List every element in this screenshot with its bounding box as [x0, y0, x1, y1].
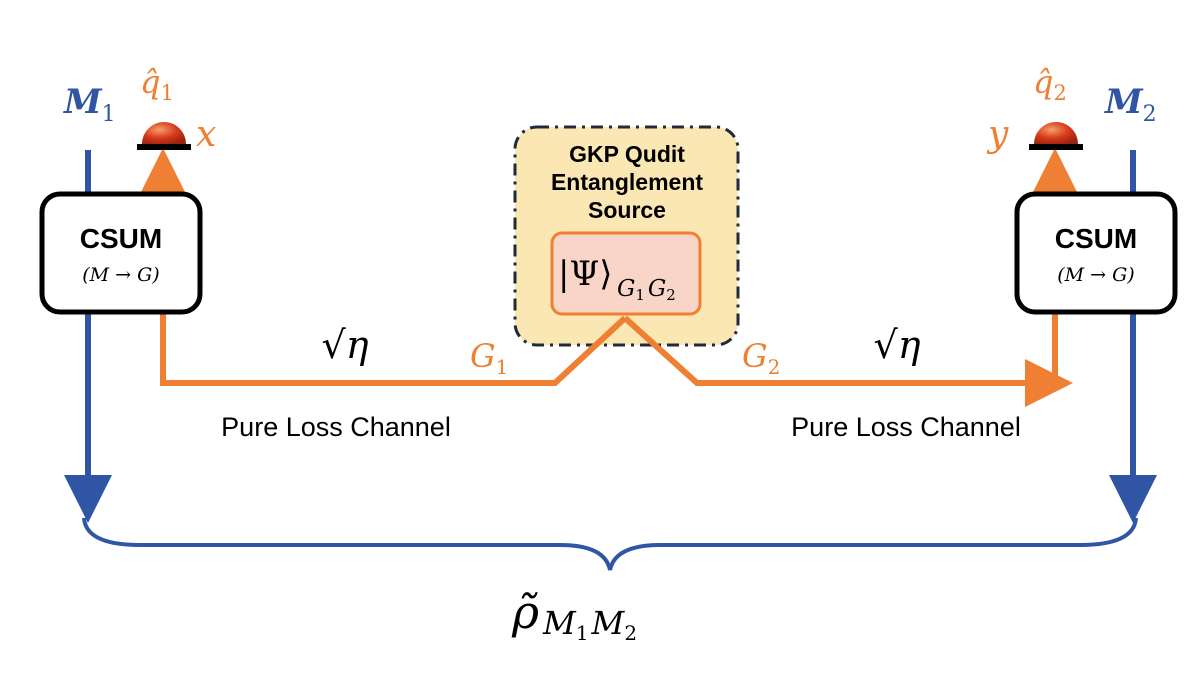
transmissivity-left-label: √η — [322, 323, 369, 367]
quadrature-q1-label: q̂1 — [140, 63, 174, 105]
mode-g2-label: G2 — [742, 337, 780, 379]
csum-left-box — [39, 191, 203, 315]
mode-g1-label: G1 — [470, 337, 508, 379]
output-brace — [82, 517, 1138, 571]
detector-right-icon — [1029, 122, 1083, 150]
memory-m1-label: M1 — [63, 82, 116, 127]
csum-left: CSUM (M → G) — [39, 191, 203, 315]
csum-right-title: CSUM — [1055, 223, 1137, 254]
outcome-y-label: y — [986, 114, 1009, 155]
source-title-line-3: Source — [588, 197, 666, 223]
output-state-label: ρ̃M1M2 — [511, 585, 637, 645]
csum-right: CSUM (M → G) — [1014, 191, 1178, 315]
detector-left-icon — [137, 122, 191, 150]
mode-g2-path-arrow — [622, 315, 1073, 407]
source-title-line-2: Entanglement — [551, 169, 703, 195]
csum-right-box — [1014, 191, 1178, 315]
transmissivity-right-label: √η — [874, 323, 921, 367]
channel-left-label: Pure Loss Channel — [221, 412, 451, 442]
entangled-state-box — [550, 231, 702, 316]
channel-right-label: Pure Loss Channel — [791, 412, 1021, 442]
csum-left-subtitle: (M → G) — [82, 264, 159, 286]
csum-right-subtitle: (M → G) — [1057, 264, 1134, 286]
outcome-x-label: x — [196, 114, 216, 155]
source-title-line-1: GKP Qudit — [569, 141, 685, 167]
state-ket: |Ψ⟩ — [558, 254, 613, 294]
quadrature-q2-label: q̂2 — [1033, 63, 1067, 105]
memory-m2-label: M2 — [1104, 82, 1157, 127]
csum-left-title: CSUM — [80, 223, 162, 254]
